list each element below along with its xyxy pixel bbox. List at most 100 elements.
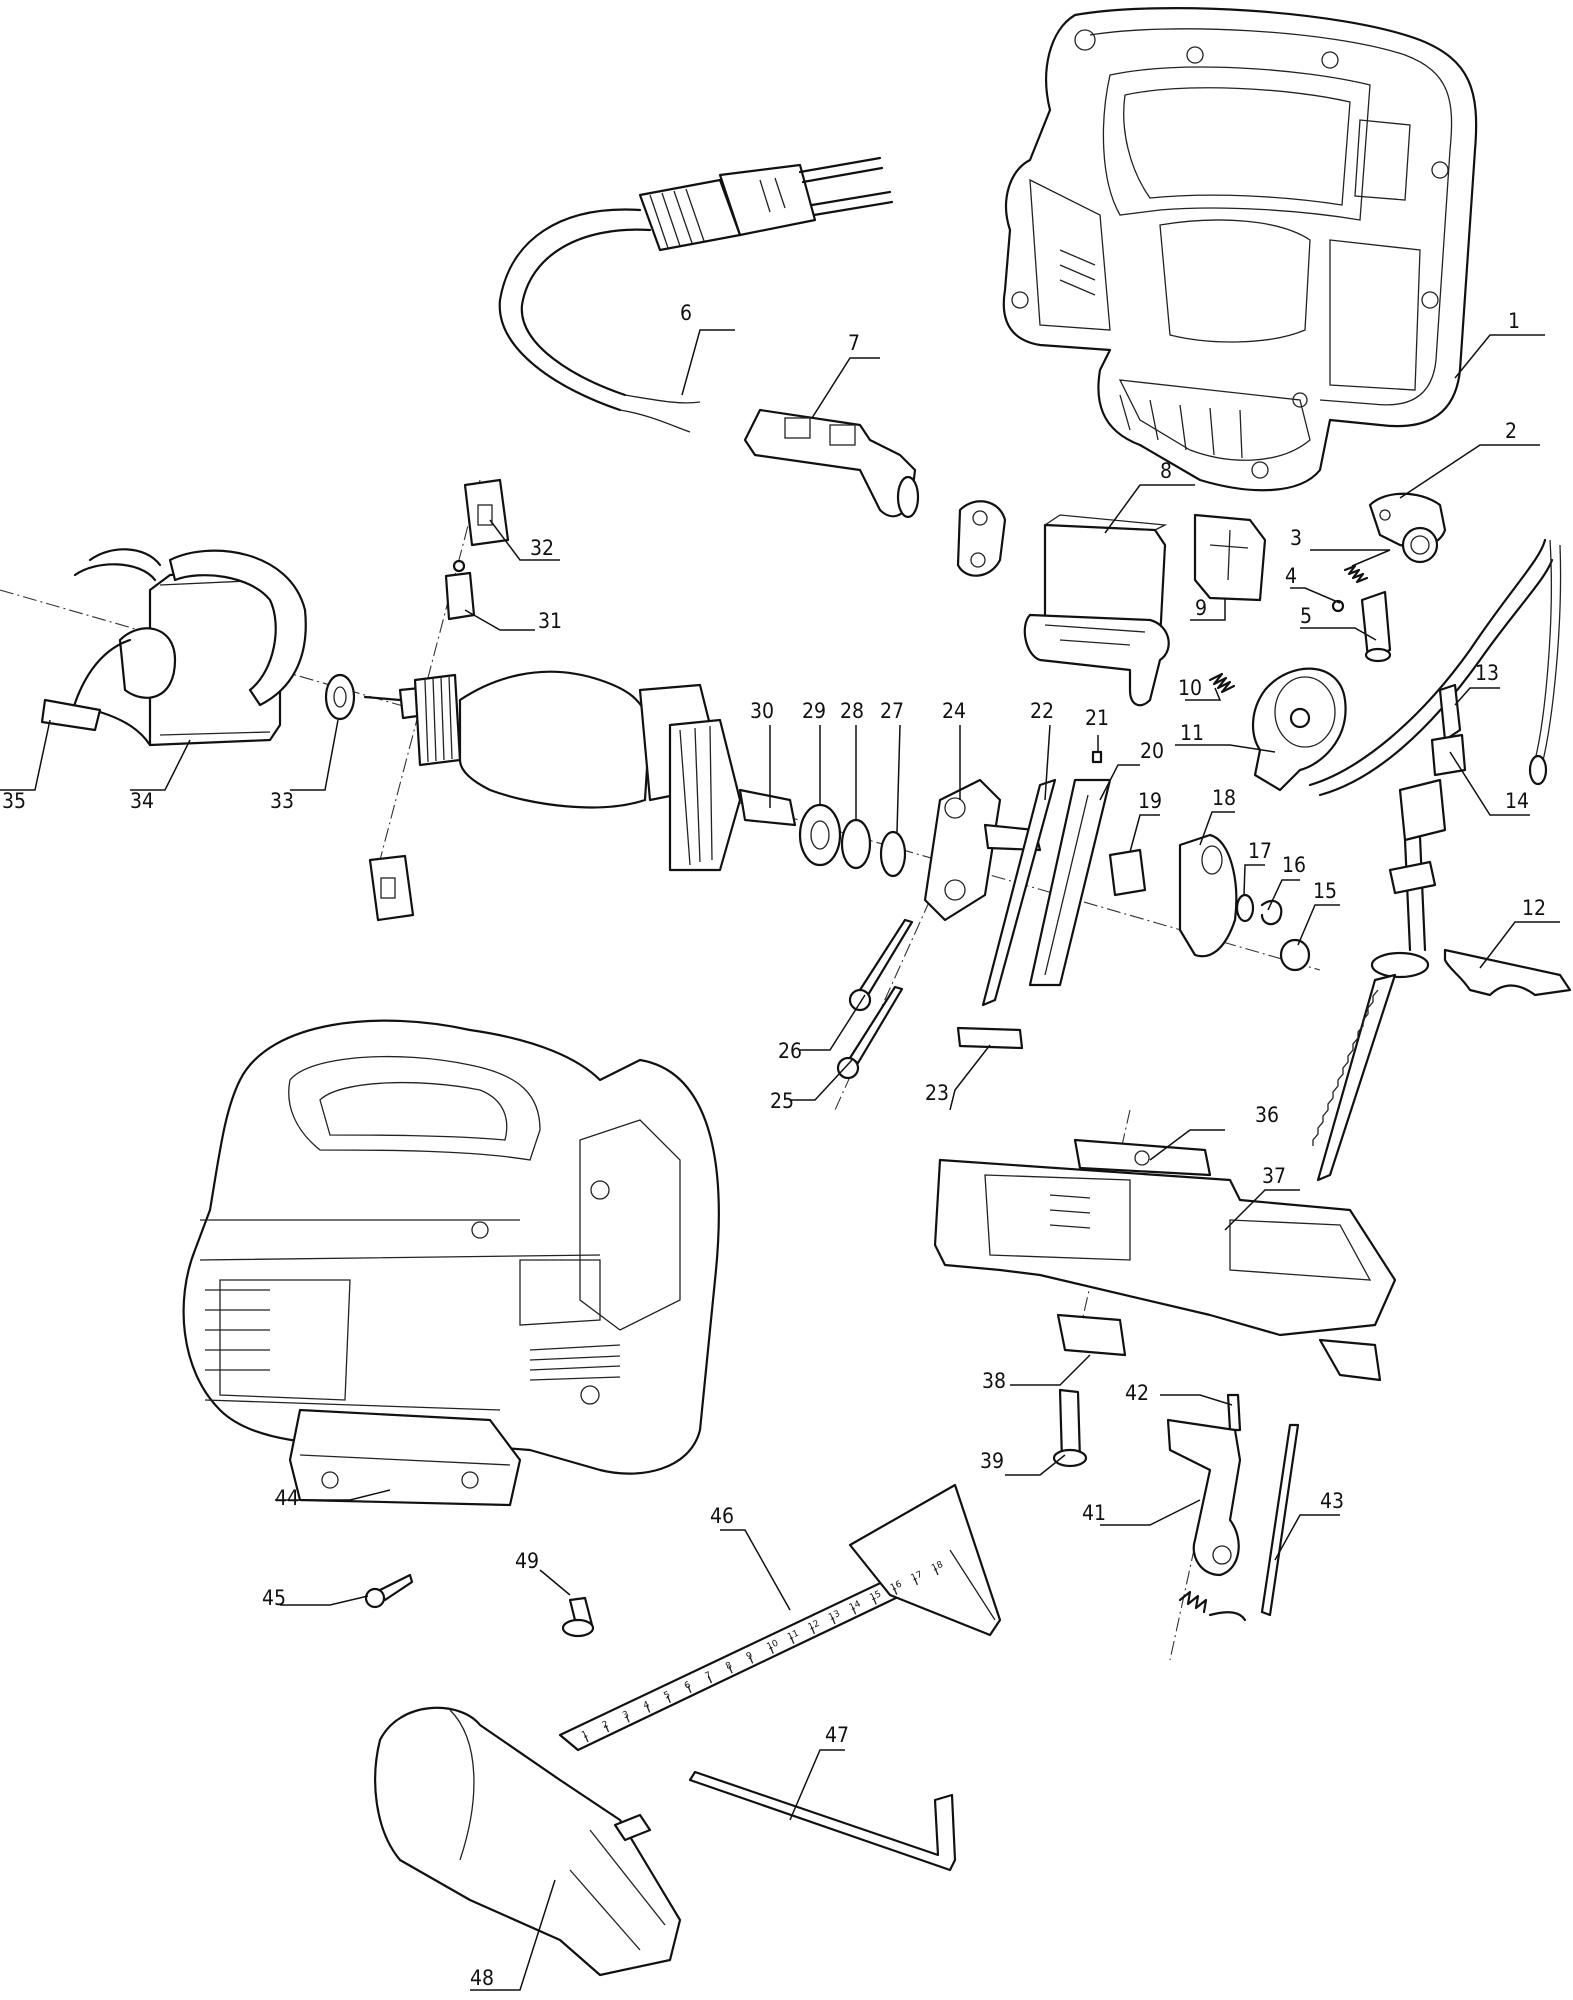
bearing-rear bbox=[324, 673, 356, 721]
washer-27 bbox=[879, 830, 907, 878]
carbon-brush-top bbox=[444, 559, 476, 621]
callout-32: 32 bbox=[530, 536, 554, 560]
ruler-tick bbox=[646, 1705, 651, 1713]
ruler-tick-label: 1 bbox=[580, 1729, 589, 1740]
callout-9: 9 bbox=[1195, 596, 1207, 620]
gear-housing-cover bbox=[1178, 833, 1238, 958]
ruler-tick-label: 17 bbox=[910, 1570, 925, 1584]
part-callouts: 1 2 3 4 5 6 7 8 9 10 11 12 13 14 15 16 1… bbox=[2, 301, 1546, 1990]
screw-45 bbox=[364, 1573, 414, 1609]
armature bbox=[363, 670, 797, 872]
callout-37: 37 bbox=[1262, 1164, 1286, 1188]
screw-26 bbox=[848, 918, 914, 1012]
callout-33: 33 bbox=[270, 789, 294, 813]
callout-2: 2 bbox=[1505, 419, 1517, 443]
ruler-tick bbox=[934, 1567, 939, 1576]
callout-49: 49 bbox=[515, 1549, 539, 1573]
ruler-tick bbox=[872, 1597, 877, 1605]
callout-27: 27 bbox=[880, 699, 904, 723]
rip-fence-ruler bbox=[558, 1483, 1002, 1752]
hex-key bbox=[688, 1770, 957, 1872]
callout-41: 41 bbox=[1082, 1501, 1106, 1525]
rod-43 bbox=[1260, 1423, 1300, 1617]
ruler-tick-label: 7 bbox=[704, 1670, 713, 1681]
callout-23: 23 bbox=[925, 1081, 949, 1105]
ruler-tick bbox=[584, 1734, 589, 1743]
base-plate bbox=[933, 1138, 1397, 1382]
cord-clamp bbox=[956, 500, 1007, 577]
ruler-tick-label: 10 bbox=[765, 1638, 780, 1652]
lever-cam bbox=[1368, 492, 1447, 564]
ruler-tick-label: 8 bbox=[724, 1660, 734, 1672]
speed-selector bbox=[1193, 513, 1267, 602]
ruler-tick-label: 13 bbox=[827, 1609, 842, 1623]
ruler-tick bbox=[852, 1607, 857, 1615]
bearing-front bbox=[798, 803, 842, 867]
housing-half-shell bbox=[1002, 7, 1478, 492]
spring-small bbox=[1343, 564, 1369, 584]
plunger-rod bbox=[1370, 683, 1467, 979]
callout-11: 11 bbox=[1180, 721, 1204, 745]
callout-21: 21 bbox=[1085, 706, 1109, 730]
callout-34: 34 bbox=[130, 789, 154, 813]
hex-screw-49 bbox=[561, 1596, 595, 1638]
ruler-tick bbox=[810, 1626, 816, 1635]
callout-3: 3 bbox=[1290, 526, 1302, 550]
screw-25 bbox=[836, 985, 904, 1080]
callout-14: 14 bbox=[1505, 789, 1529, 813]
callout-17: 17 bbox=[1248, 839, 1272, 863]
callout-48: 48 bbox=[470, 1966, 494, 1990]
circlip-16 bbox=[1260, 899, 1283, 926]
spring-medium bbox=[1208, 672, 1236, 694]
callout-35: 35 bbox=[2, 789, 26, 813]
callout-31: 31 bbox=[538, 609, 562, 633]
ruler-tick-label: 3 bbox=[621, 1710, 630, 1721]
callout-39: 39 bbox=[980, 1449, 1004, 1473]
callout-4: 4 bbox=[1285, 564, 1297, 588]
counterweight bbox=[1251, 667, 1347, 792]
ruler-tick-label: 14 bbox=[848, 1599, 863, 1613]
callout-46: 46 bbox=[710, 1504, 734, 1528]
blade-clip bbox=[1443, 948, 1572, 997]
callout-28: 28 bbox=[840, 699, 864, 723]
callout-22: 22 bbox=[1030, 699, 1054, 723]
stator-lead-wires bbox=[40, 698, 152, 747]
ruler-tick bbox=[604, 1724, 610, 1733]
callout-30: 30 bbox=[750, 699, 774, 723]
clamp-block bbox=[1056, 1313, 1127, 1357]
callout-26: 26 bbox=[778, 1039, 802, 1063]
callout-12: 12 bbox=[1522, 896, 1546, 920]
dust-adapter bbox=[374, 1706, 682, 1977]
bearing-15 bbox=[1279, 938, 1311, 972]
washer-28 bbox=[840, 818, 872, 870]
gear-wheel bbox=[1028, 778, 1112, 987]
leader-lines bbox=[0, 329, 1560, 1991]
ruler-tick bbox=[728, 1665, 733, 1674]
ruler-tick-label: 5 bbox=[663, 1690, 672, 1701]
ruler-tick-label: 2 bbox=[601, 1719, 610, 1730]
ruler-tick-label: 4 bbox=[642, 1700, 652, 1712]
callout-29: 29 bbox=[802, 699, 826, 723]
ruler-tick-label: 15 bbox=[868, 1589, 883, 1603]
ruler-tick bbox=[625, 1715, 630, 1723]
callout-18: 18 bbox=[1212, 786, 1236, 810]
gear-plate bbox=[923, 778, 1042, 922]
key-23 bbox=[956, 1026, 1024, 1050]
ruler-tick bbox=[913, 1577, 919, 1586]
callout-45: 45 bbox=[262, 1586, 286, 1610]
hex-bolt bbox=[1052, 1388, 1088, 1468]
callout-43: 43 bbox=[1320, 1489, 1344, 1513]
ruler-tick bbox=[769, 1646, 774, 1654]
ruler-tick bbox=[749, 1656, 754, 1664]
callout-19: 19 bbox=[1138, 789, 1162, 813]
callout-36: 36 bbox=[1255, 1103, 1279, 1127]
ruler-tick bbox=[831, 1616, 836, 1625]
callout-16: 16 bbox=[1282, 853, 1306, 877]
steel-ball bbox=[1331, 599, 1345, 613]
callout-10: 10 bbox=[1178, 676, 1202, 700]
stator bbox=[68, 548, 307, 747]
callout-47: 47 bbox=[825, 1723, 849, 1747]
callout-42: 42 bbox=[1125, 1381, 1149, 1405]
bevel-lever bbox=[1166, 1418, 1247, 1622]
callout-15: 15 bbox=[1313, 879, 1337, 903]
